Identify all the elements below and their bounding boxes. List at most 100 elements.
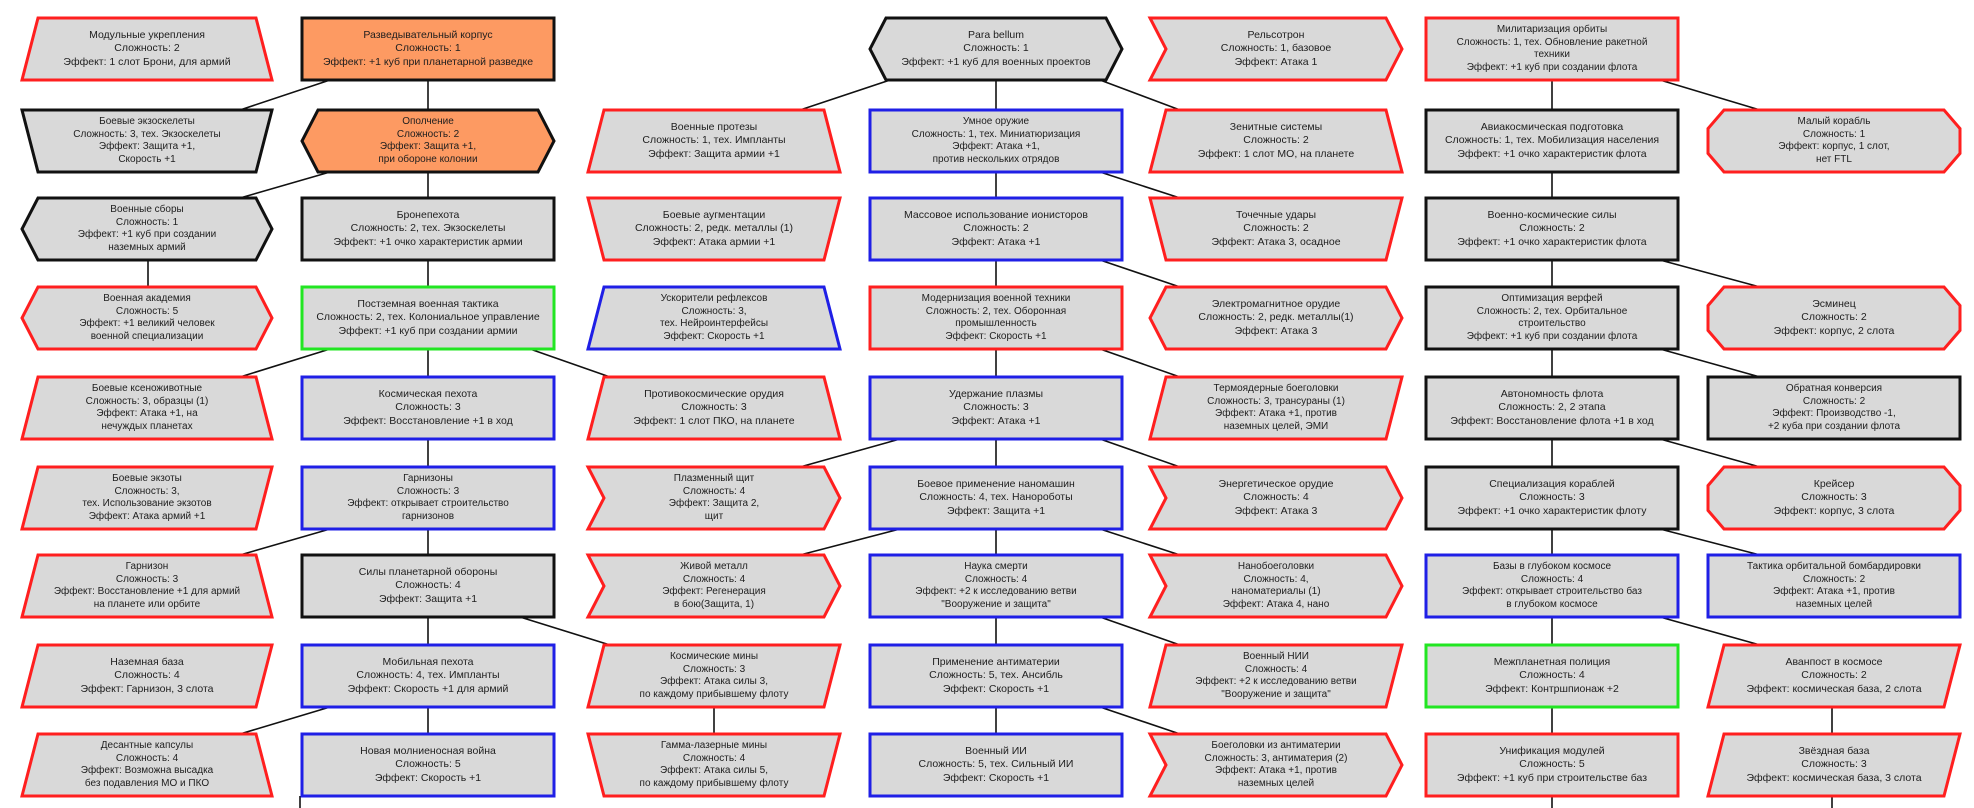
tech-node-detail: Эффект: Атака +1 (951, 235, 1041, 248)
tech-node-detail: Эффект: +1 куб при создании (77, 229, 217, 240)
tech-node-detail: Эффект: Атака +1 (951, 414, 1041, 427)
tech-node-title: Базы в глубоком космосе (1492, 561, 1612, 572)
tech-node-detail: Скорость +1 (118, 153, 176, 165)
connector-line (1659, 616, 1761, 646)
tech-node-shape (868, 16, 1124, 82)
tech-node-detail: Сложность: 4 (1520, 573, 1584, 585)
tech-node-title: Оптимизация верфей (1501, 293, 1603, 304)
tech-node-shape (300, 16, 556, 82)
tech-node-detail: тех. Использование экзотов (82, 498, 212, 509)
connector-line (239, 171, 331, 199)
tech-node-detail: в глубоком космосе (1506, 598, 1598, 610)
tech-node-title: Противокосмические орудия (644, 387, 784, 400)
tech-node-detail: Эффект: Скорость +1 (945, 330, 1047, 342)
tech-node-detail: Эффект: +1 очко характеристик флота (1457, 147, 1647, 160)
tech-node-detail: Сложность: 3, трансураны (1) (1207, 395, 1345, 407)
tech-node-title: Электромагнитное орудие (1211, 297, 1341, 310)
tech-node-title: Милитаризация орбиты (1496, 24, 1608, 35)
tech-node-detail: Сложность: 2, тех. Экзоскелеты (350, 222, 506, 235)
tech-node-detail: наноматериалы (1) (1231, 586, 1321, 597)
tech-node-shape (300, 553, 556, 619)
tech-node-detail: Сложность: 3, (114, 485, 180, 497)
tech-node-shape (1424, 553, 1680, 619)
tech-node-title: Наука смерти (964, 561, 1028, 572)
connector-line (1659, 79, 1761, 111)
tech-node-detail: Эффект: Атака силы 5, (660, 765, 768, 776)
tech-node-detail: наземных целей, ЭМИ (1223, 420, 1329, 432)
tech-node-detail: Эффект: Контршпионаж +2 (1485, 682, 1619, 695)
tech-node-detail: Сложность: 4 (1519, 669, 1585, 682)
tech-node-shape (1706, 465, 1962, 531)
tech-node-detail: Сложность: 2, тех. Оборонная (925, 305, 1067, 317)
tech-node-detail: в бою(Защита, 1) (673, 598, 755, 610)
tech-node-title: Обратная конверсия (1785, 383, 1883, 394)
tech-node-title: Боевые экзоты (112, 473, 182, 484)
connector-line (1099, 259, 1181, 288)
